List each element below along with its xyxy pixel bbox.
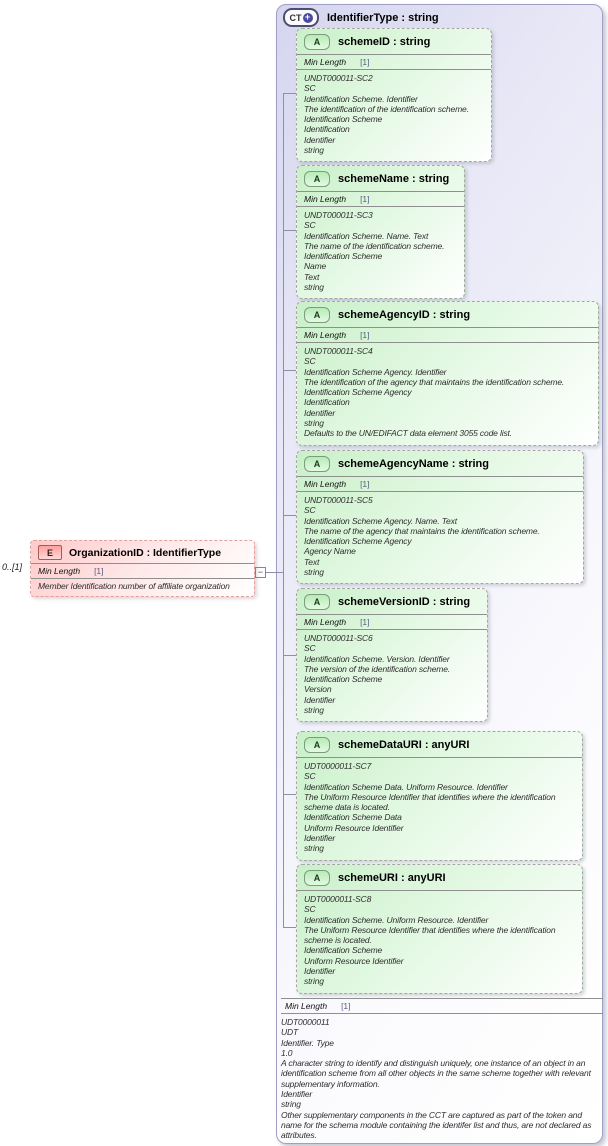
facet-row: Min Length [1] bbox=[297, 192, 464, 207]
facet-name: Min Length bbox=[285, 1001, 328, 1011]
tree-branch bbox=[283, 655, 296, 656]
attribute-box-schemedatauri[interactable]: A schemeDataURI : anyURI UDT0000011-SC7 … bbox=[296, 731, 583, 861]
complex-type-icon: CT + bbox=[283, 8, 319, 27]
facet-value: [1] bbox=[360, 617, 370, 627]
attribute-annotation: UDT0000011-SC8 SC Identification Scheme.… bbox=[304, 894, 556, 987]
attribute-title: schemeVersionID : string bbox=[338, 596, 471, 608]
attribute-title: schemeAgencyID : string bbox=[338, 309, 471, 321]
tree-branch bbox=[283, 927, 296, 928]
element-box-organizationid[interactable]: E OrganizationID : IdentifierType Min Le… bbox=[30, 540, 255, 597]
tree-branch bbox=[283, 370, 296, 371]
facet-value: [1] bbox=[360, 194, 370, 204]
attribute-box-schemeversionid[interactable]: A schemeVersionID : string Min Length [1… bbox=[296, 588, 488, 723]
element-title: OrganizationID : IdentifierType bbox=[69, 546, 222, 559]
complex-type-title: IdentifierType : string bbox=[327, 11, 439, 24]
attribute-box-schemeagencyname[interactable]: A schemeAgencyName : string Min Length [… bbox=[296, 450, 584, 585]
tree-branch bbox=[283, 93, 296, 94]
complex-type-icon-label: CT bbox=[289, 12, 302, 23]
expand-icon: + bbox=[302, 12, 313, 23]
element-annotation: Member Identification number of affiliat… bbox=[38, 581, 230, 591]
attribute-icon: A bbox=[304, 737, 330, 753]
facet-name: Min Length bbox=[304, 330, 347, 340]
attribute-annotation: UNDT000011-SC3 SC Identification Scheme.… bbox=[304, 210, 445, 293]
attribute-icon: A bbox=[304, 34, 330, 50]
attribute-box-schemeid[interactable]: A schemeID : string Min Length [1] UNDT0… bbox=[296, 28, 492, 163]
attribute-header: A schemeName : string bbox=[297, 166, 464, 192]
facet-value: [1] bbox=[341, 1001, 351, 1011]
facet-row: Min Length [1] bbox=[31, 564, 254, 579]
facet-value: [1] bbox=[360, 57, 370, 67]
facet-value: [1] bbox=[360, 479, 370, 489]
facet-row: Min Length [1] bbox=[297, 615, 487, 630]
attribute-icon: A bbox=[304, 594, 330, 610]
attribute-box-schemename[interactable]: A schemeName : string Min Length [1] UND… bbox=[296, 165, 465, 300]
tree-trunk bbox=[283, 93, 284, 927]
facet-value: [1] bbox=[94, 566, 104, 576]
attribute-icon: A bbox=[304, 171, 330, 187]
facet-row: Min Length [1] bbox=[297, 55, 491, 70]
attribute-annotation: UNDT000011-SC2 SC Identification Scheme.… bbox=[304, 73, 469, 156]
attribute-header: A schemeID : string bbox=[297, 29, 491, 55]
facet-name: Min Length bbox=[304, 479, 347, 489]
attribute-title: schemeDataURI : anyURI bbox=[338, 739, 470, 751]
attribute-icon: A bbox=[304, 307, 330, 323]
type-annotation: UDT0000011 UDT Identifier. Type 1.0 A ch… bbox=[281, 1017, 592, 1141]
facet-value: [1] bbox=[360, 330, 370, 340]
attribute-title: schemeAgencyName : string bbox=[338, 458, 489, 470]
collapse-icon[interactable]: − bbox=[255, 567, 266, 578]
attribute-header: A schemeVersionID : string bbox=[297, 589, 487, 615]
attribute-header: A schemeURI : anyURI bbox=[297, 865, 582, 891]
facet-name: Min Length bbox=[304, 57, 347, 67]
attribute-annotation: UNDT000011-SC6 SC Identification Scheme.… bbox=[304, 633, 450, 716]
tree-branch bbox=[283, 515, 296, 516]
cardinality-label: 0..[1] bbox=[2, 562, 23, 572]
attribute-icon: A bbox=[304, 870, 330, 886]
element-icon: E bbox=[38, 545, 62, 560]
attribute-header: A schemeAgencyID : string bbox=[297, 302, 598, 328]
facet-name: Min Length bbox=[304, 194, 347, 204]
connector-line bbox=[252, 572, 283, 573]
attribute-annotation: UNDT000011-SC4 SC Identification Scheme … bbox=[304, 346, 565, 439]
attribute-box-schemeuri[interactable]: A schemeURI : anyURI UDT0000011-SC8 SC I… bbox=[296, 864, 583, 994]
attribute-icon: A bbox=[304, 456, 330, 472]
attribute-annotation: UNDT000011-SC5 SC Identification Scheme … bbox=[304, 495, 540, 578]
facet-name: Min Length bbox=[304, 617, 347, 627]
attribute-header: A schemeAgencyName : string bbox=[297, 451, 583, 477]
attribute-annotation: UDT0000011-SC7 SC Identification Scheme … bbox=[304, 761, 556, 854]
attribute-box-schemeagencyid[interactable]: A schemeAgencyID : string Min Length [1]… bbox=[296, 301, 599, 446]
attribute-title: schemeName : string bbox=[338, 173, 450, 185]
tree-branch bbox=[283, 230, 296, 231]
tree-branch bbox=[283, 794, 296, 795]
attribute-header: A schemeDataURI : anyURI bbox=[297, 732, 582, 758]
attribute-title: schemeID : string bbox=[338, 36, 431, 48]
element-header: E OrganizationID : IdentifierType bbox=[31, 541, 254, 564]
attribute-title: schemeURI : anyURI bbox=[338, 872, 446, 884]
complex-type-header: CT + IdentifierType : string bbox=[283, 8, 439, 27]
facet-row: Min Length [1] bbox=[281, 998, 603, 1014]
facet-row: Min Length [1] bbox=[297, 328, 598, 343]
facet-name: Min Length bbox=[38, 566, 81, 576]
facet-row: Min Length [1] bbox=[297, 477, 583, 492]
